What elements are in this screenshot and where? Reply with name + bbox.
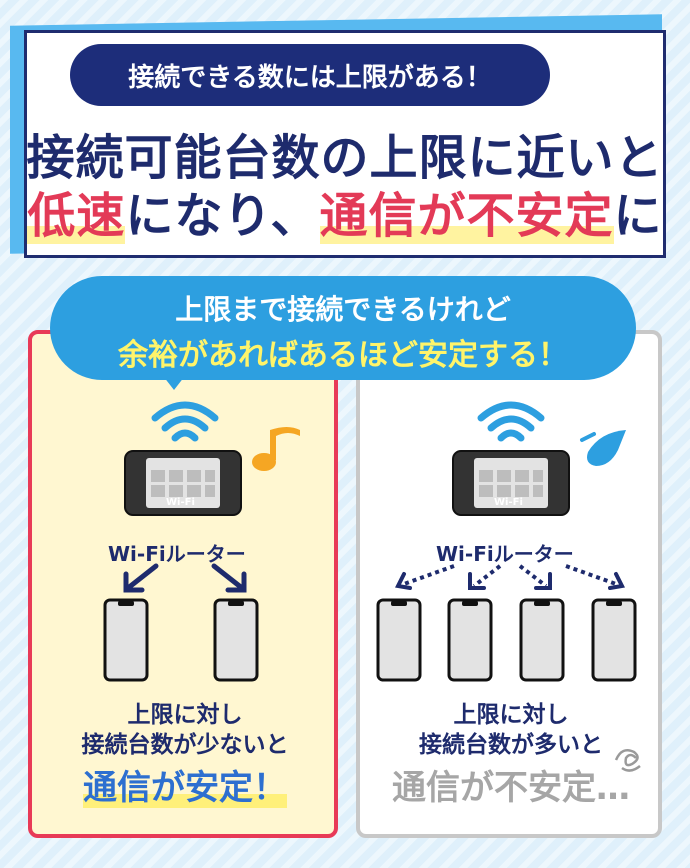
caption-left-line1: 上限に対し [127,702,243,728]
top-pill: 接続できる数には上限がある！ [70,44,550,106]
arrow-icon [395,564,455,590]
arrow-icon [468,564,502,590]
smartphone-icon [519,598,565,682]
result-left-wrap: 通信が安定！ [40,760,330,809]
result-left: 通信が安定！ [83,768,287,808]
headline-red1: 低速 [27,188,126,244]
bubble-line1: 上限まで接続できるけれど [175,293,511,326]
headline-line2: 低速になり、通信が不安定に [20,176,670,246]
arrow-icon [123,563,159,593]
caption-right-line2: 接続台数が多いと [419,732,603,758]
arrow-icon [518,564,552,590]
swirl-icon [614,749,641,772]
router-label-left: Wi-Fiルーター [108,542,246,566]
headline-end: に [613,188,663,244]
arrow-icon [211,563,247,593]
sweat-drop-icon [580,430,626,466]
caption-right-line1: 上限に対し [453,702,569,728]
router-screen-label-right: Wi-Fi [494,497,523,508]
result-right: 通信が不安定… [392,768,630,808]
smartphone-icon [376,598,422,682]
smartphone-icon [103,598,149,682]
caption-right: 上限に対し 接続台数が多いと [366,700,656,760]
router-icon [124,450,242,516]
router-screen-label-left: Wi-Fi [166,497,195,508]
router-icon [452,450,570,516]
wifi-icon [151,401,219,442]
headline-mid: になり、 [125,188,320,244]
arrow-icon [565,564,625,590]
smartphone-icon [591,598,637,682]
router-label-right: Wi-Fiルーター [436,542,574,566]
speech-bubble: 上限まで接続できるけれど 余裕があればあるほど安定する！ [50,276,636,380]
headline-red2: 通信が不安定 [319,188,614,244]
left-panel [28,330,338,838]
wifi-icon [477,401,545,442]
smartphone-icon [213,598,259,682]
music-note-icon [252,427,300,471]
caption-left-line2: 接続台数が少ないと [81,732,289,758]
bubble-line2: 余裕があればあるほど安定する！ [118,338,568,373]
bubble-tail [160,372,188,390]
smartphone-icon [447,598,493,682]
caption-left: 上限に対し 接続台数が少ないと [40,700,330,760]
headline-line1: 接続可能台数の上限に近いと [26,130,664,186]
